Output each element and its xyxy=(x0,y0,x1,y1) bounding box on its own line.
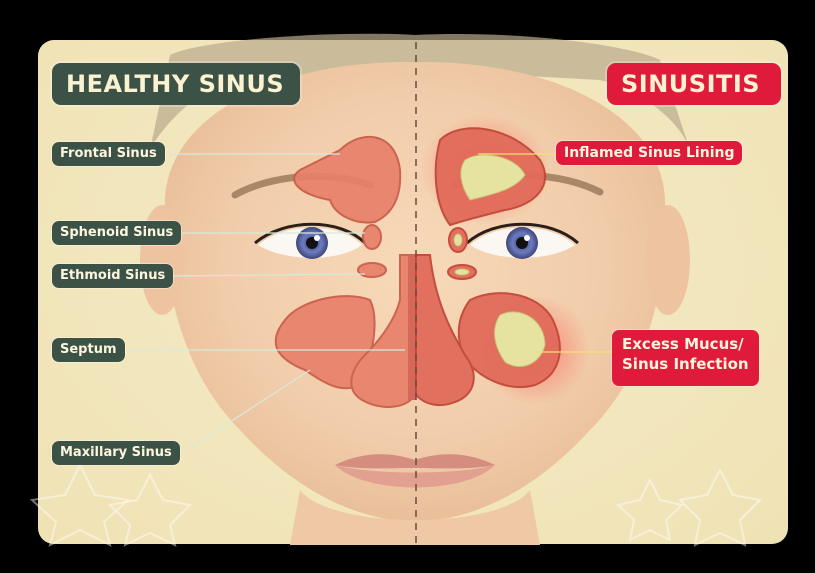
label-maxillary-sinus: Maxillary Sinus xyxy=(52,441,180,465)
right-ear xyxy=(646,205,690,315)
label-inflamed-sinus-lining: Inflamed Sinus Lining xyxy=(556,141,742,165)
label-sphenoid-sinus: Sphenoid Sinus xyxy=(52,221,181,245)
ethmoid-sinus-shape xyxy=(358,263,386,277)
label-excess-mucus: Excess Mucus/ Sinus Infection xyxy=(612,330,759,386)
sinusitis-title: SINUSITIS xyxy=(607,63,781,105)
label-excess-mucus-line2: Sinus Infection xyxy=(622,354,749,374)
label-septum: Septum xyxy=(52,338,125,362)
label-excess-mucus-line1: Excess Mucus/ xyxy=(622,334,749,354)
label-frontal-sinus: Frontal Sinus xyxy=(52,142,165,166)
sphenoid-sinus-shape xyxy=(363,225,381,249)
healthy-sinus-title: HEALTHY SINUS xyxy=(52,63,300,105)
septum-shape xyxy=(408,255,416,400)
label-ethmoid-sinus: Ethmoid Sinus xyxy=(52,264,173,288)
